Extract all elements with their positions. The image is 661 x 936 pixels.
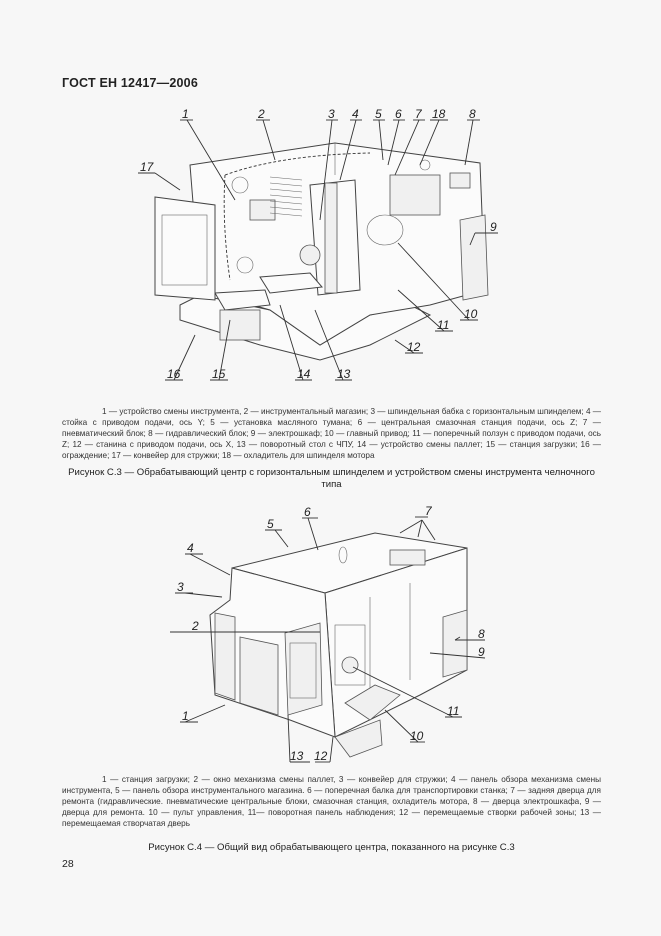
figure-c4-legend: 1 — станция загрузки; 2 — окно механизма… xyxy=(62,775,601,828)
figure-c4-caption: Рисунок С.4 — Общий вид обрабатывающего … xyxy=(148,842,515,853)
svg-text:5: 5 xyxy=(375,107,382,121)
svg-text:8: 8 xyxy=(478,627,485,641)
svg-text:5: 5 xyxy=(267,517,274,531)
svg-text:16: 16 xyxy=(167,367,181,381)
svg-text:4: 4 xyxy=(352,107,359,121)
svg-text:12: 12 xyxy=(314,749,328,763)
svg-text:7: 7 xyxy=(425,505,433,518)
svg-text:2: 2 xyxy=(191,619,199,633)
figure-c3-labels: 1 2 3 4 5 6 7 18 8 17 9 10 11 12 13 14 1… xyxy=(140,107,497,381)
svg-text:2: 2 xyxy=(257,107,265,121)
figure-c3-drawing: 1 2 3 4 5 6 7 18 8 17 9 10 11 12 13 14 1… xyxy=(130,105,530,395)
figure-c4-labels: 5 6 7 4 3 2 8 9 1 11 10 13 12 xyxy=(177,505,485,763)
figure-c4-drawing: 5 6 7 4 3 2 8 9 1 11 10 13 12 xyxy=(170,505,490,775)
svg-text:10: 10 xyxy=(410,729,424,743)
document-header: ГОСТ ЕН 12417—2006 xyxy=(62,76,198,90)
svg-text:13: 13 xyxy=(290,749,304,763)
svg-text:10: 10 xyxy=(464,307,478,321)
svg-text:18: 18 xyxy=(432,107,446,121)
svg-text:11: 11 xyxy=(437,318,449,332)
figure-c3-caption: Рисунок С.3 — Обрабатывающий центр с гор… xyxy=(68,467,595,490)
svg-text:1: 1 xyxy=(182,709,189,723)
svg-text:15: 15 xyxy=(212,367,226,381)
svg-text:9: 9 xyxy=(490,220,497,234)
svg-text:1: 1 xyxy=(182,107,189,121)
svg-text:7: 7 xyxy=(415,107,423,121)
svg-text:4: 4 xyxy=(187,541,194,555)
svg-text:13: 13 xyxy=(337,367,351,381)
page-number: 28 xyxy=(62,858,74,870)
svg-text:12: 12 xyxy=(407,340,421,354)
svg-text:17: 17 xyxy=(140,160,155,174)
svg-text:6: 6 xyxy=(395,107,402,121)
svg-text:6: 6 xyxy=(304,505,311,519)
svg-text:14: 14 xyxy=(297,367,311,381)
svg-text:3: 3 xyxy=(328,107,335,121)
figure-c3-legend: 1 — устройство смены инструмента, 2 — ин… xyxy=(62,407,601,460)
svg-text:8: 8 xyxy=(469,107,476,121)
svg-text:9: 9 xyxy=(478,645,485,659)
svg-text:3: 3 xyxy=(177,580,184,594)
svg-text:11: 11 xyxy=(447,704,459,718)
